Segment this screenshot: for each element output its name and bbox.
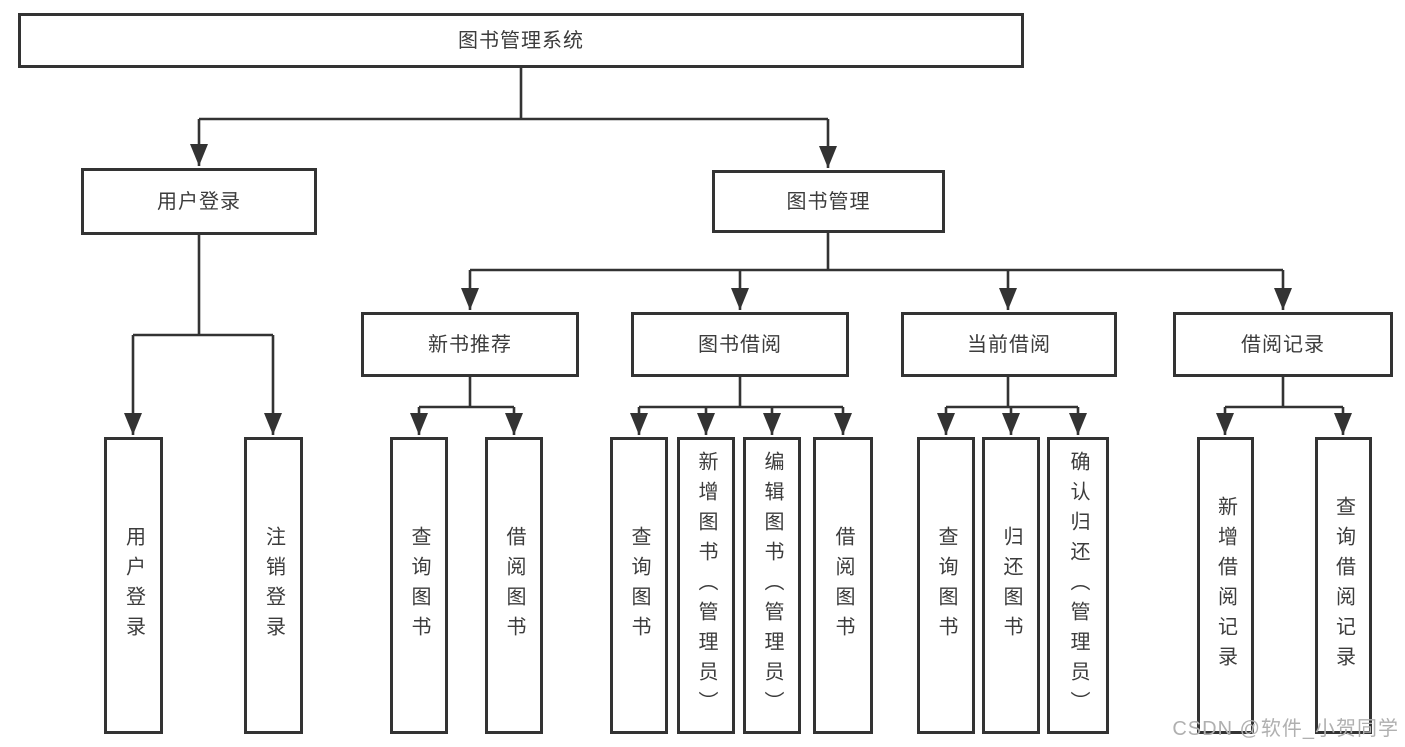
leaf-label: 借阅图书 xyxy=(503,525,525,646)
node-label: 图书借阅 xyxy=(698,333,782,356)
node-new-book-recommendation: 新书推荐 xyxy=(361,312,579,377)
csdn-watermark: CSDN @软件_小贺同学 xyxy=(1172,718,1399,740)
leaf-label: 编辑图书（管理员） xyxy=(761,450,783,721)
leaf-label: 查询图书 xyxy=(408,525,430,646)
leaf-edit-book-admin: 编辑图书（管理员） xyxy=(743,437,801,734)
leaf-label: 查询图书 xyxy=(628,525,650,646)
leaf-add-book-admin: 新增图书（管理员） xyxy=(677,437,735,734)
leaf-query-books-current: 查询图书 xyxy=(917,437,975,734)
node-library-management-system: 图书管理系统 xyxy=(18,13,1024,68)
leaf-borrow-books-borrowing: 借阅图书 xyxy=(813,437,873,734)
node-borrowing-records: 借阅记录 xyxy=(1173,312,1393,377)
node-label: 用户登录 xyxy=(157,190,241,213)
node-user-login: 用户登录 xyxy=(81,168,317,235)
node-label: 当前借阅 xyxy=(967,333,1051,356)
leaf-query-books-recommend: 查询图书 xyxy=(390,437,448,734)
leaf-query-books-borrowing: 查询图书 xyxy=(610,437,668,734)
leaf-confirm-return-admin: 确认归还（管理员） xyxy=(1047,437,1109,734)
leaf-logout-login: 注销登录 xyxy=(244,437,303,734)
leaf-borrow-books-recommend: 借阅图书 xyxy=(485,437,543,734)
node-label: 借阅记录 xyxy=(1241,333,1325,356)
leaf-label: 新增图书（管理员） xyxy=(695,450,717,721)
leaf-label: 借阅图书 xyxy=(832,525,854,646)
leaf-query-borrow-record: 查询借阅记录 xyxy=(1315,437,1372,734)
node-label: 图书管理 xyxy=(786,190,871,213)
leaf-label: 确认归还（管理员） xyxy=(1067,450,1089,721)
leaf-label: 查询借阅记录 xyxy=(1332,495,1355,676)
node-book-borrowing: 图书借阅 xyxy=(631,312,849,377)
leaf-user-login: 用户登录 xyxy=(104,437,163,734)
node-label: 图书管理系统 xyxy=(458,29,584,52)
leaf-add-borrow-record: 新增借阅记录 xyxy=(1197,437,1254,734)
node-label: 新书推荐 xyxy=(428,333,512,356)
node-current-borrowing: 当前借阅 xyxy=(901,312,1117,377)
leaf-return-books: 归还图书 xyxy=(982,437,1040,734)
leaf-label: 查询图书 xyxy=(935,525,957,646)
leaf-label: 新增借阅记录 xyxy=(1214,495,1237,676)
leaf-label: 归还图书 xyxy=(1000,525,1022,646)
node-book-management: 图书管理 xyxy=(712,170,945,233)
leaf-label: 注销登录 xyxy=(262,525,285,646)
leaf-label: 用户登录 xyxy=(122,525,145,646)
